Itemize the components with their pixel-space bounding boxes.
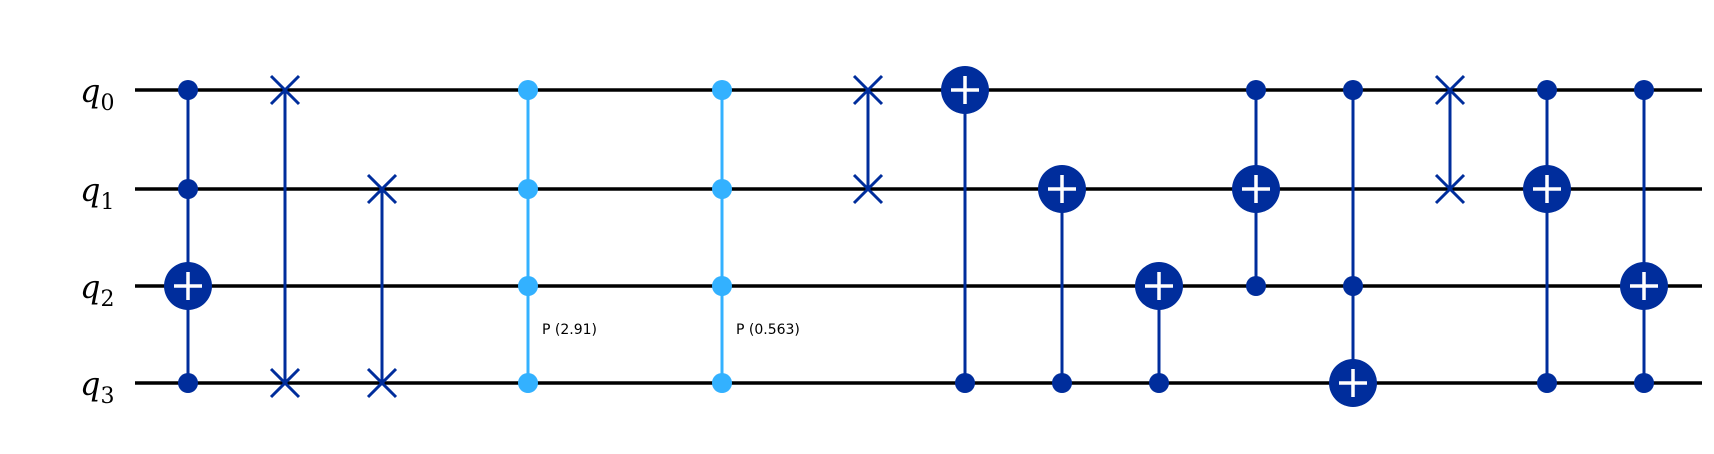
cx-gate-0 [164,80,212,393]
control-dot [1634,80,1654,100]
phase-dot [712,179,732,199]
qubit-label-base: q [80,365,100,403]
phase-dot [712,276,732,296]
control-dot [1149,373,1169,393]
cx-gate-8 [1135,262,1183,393]
qubit-label-q1: q1 [80,171,114,215]
qubit-wires [135,88,1702,385]
swap-gate-1 [269,74,301,399]
phase-dot [712,80,732,100]
control-dot [1246,276,1266,296]
cx-gate-6 [941,66,989,393]
qubit-label-index: 1 [100,190,114,215]
phase-label: P (2.91) [542,322,597,338]
mcphase-gate-4: P (0.563) [712,80,800,393]
control-dot [1634,373,1654,393]
gates: P (2.91) P (0.563) [164,66,1668,407]
control-dot [1052,373,1072,393]
control-dot [178,80,198,100]
qubit-label-q3: q3 [80,365,114,409]
phase-dot [518,276,538,296]
swap-x-mark [366,367,398,399]
swap-x-mark [366,173,398,205]
control-dot [1343,276,1363,296]
phase-label: P (0.563) [736,322,800,338]
control-dot [178,179,198,199]
cx-gate-13 [1620,80,1668,393]
control-dot [955,373,975,393]
qubit-label-base: q [80,72,100,110]
qubit-label-index: 0 [100,91,114,116]
control-dot [1537,80,1557,100]
phase-dot [518,80,538,100]
qubit-label-q0: q0 [80,72,114,116]
swap-x-mark [852,74,884,106]
qubit-label-index: 3 [100,384,114,409]
swap-gate-5 [852,74,884,205]
cx-gate-7 [1038,165,1086,393]
cx-gate-10 [1329,80,1377,407]
qubit-label-q2: q2 [80,268,114,312]
qubit-label-base: q [80,171,100,209]
swap-x-mark [852,173,884,205]
swap-gate-2 [366,173,398,399]
qubit-label-index: 2 [100,287,114,312]
swap-x-mark [269,74,301,106]
control-dot [1246,80,1266,100]
qubit-label-base: q [80,268,100,306]
cx-gate-12 [1523,80,1571,393]
control-dot [178,373,198,393]
control-dot [1343,80,1363,100]
mcphase-gate-3: P (2.91) [518,80,597,393]
swap-x-mark [1434,173,1466,205]
phase-dot [518,373,538,393]
phase-dot [518,179,538,199]
swap-x-mark [269,367,301,399]
swap-x-mark [1434,74,1466,106]
swap-gate-11 [1434,74,1466,205]
control-dot [1537,373,1557,393]
cx-gate-9 [1232,80,1280,296]
phase-dot [712,373,732,393]
